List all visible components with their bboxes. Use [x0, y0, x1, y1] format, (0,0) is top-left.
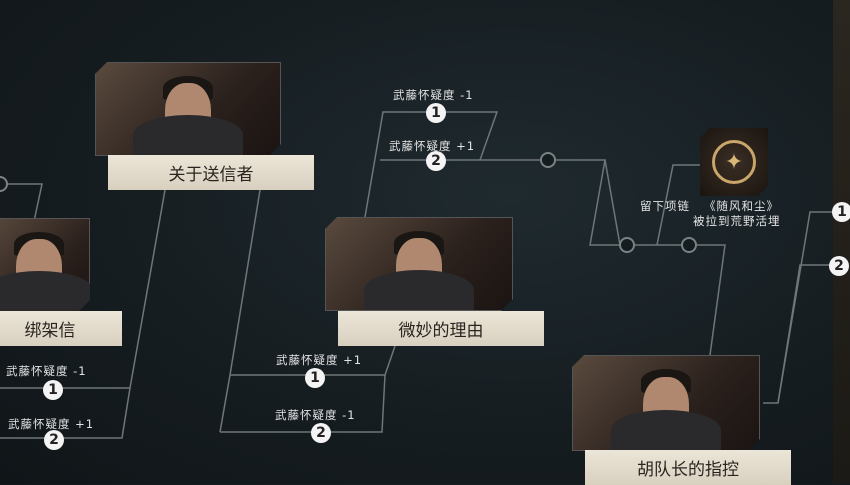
option-text: 武藤怀疑度 -1: [275, 408, 356, 422]
choice-badge-1[interactable]: 1: [305, 368, 325, 388]
choice-badge-1[interactable]: 1: [43, 380, 63, 400]
node-title-reason[interactable]: 微妙的理由: [338, 311, 544, 346]
node-title-letter[interactable]: 绑架信: [0, 311, 122, 346]
choice-badge-2[interactable]: 2: [44, 430, 64, 450]
node-title-accusation[interactable]: 胡队长的指控: [585, 450, 791, 485]
flow-node: [619, 237, 635, 253]
moth-emblem-icon: ✦: [712, 140, 756, 184]
choice-badge-1[interactable]: 1: [832, 202, 850, 222]
option-text: 武藤怀疑度 +1: [8, 417, 95, 431]
node-image-reason[interactable]: [325, 217, 513, 311]
choice-badge-1[interactable]: 1: [426, 103, 446, 123]
option-text: 武藤怀疑度 -1: [393, 88, 474, 102]
choice-badge-2[interactable]: 2: [829, 256, 849, 276]
node-image-sender[interactable]: [95, 62, 281, 156]
ending-title: 《随风和尘》: [704, 199, 779, 213]
ending-subtitle: 被拉到荒野活埋: [693, 214, 781, 228]
choice-badge-2[interactable]: 2: [426, 151, 446, 171]
option-text: 武藤怀疑度 +1: [389, 139, 476, 153]
option-text: 武藤怀疑度 +1: [276, 353, 363, 367]
flow-node: [0, 176, 8, 192]
flow-node: [681, 237, 697, 253]
node-image-letter[interactable]: [0, 218, 90, 312]
right-edge-panel: [833, 0, 850, 484]
node-title-sender[interactable]: 关于送信者: [108, 155, 314, 190]
ending-choice-label: 留下项链: [640, 199, 690, 213]
flow-node: [540, 152, 556, 168]
option-text: 武藤怀疑度 -1: [6, 364, 87, 378]
choice-badge-2[interactable]: 2: [311, 423, 331, 443]
ending-node[interactable]: ✦: [700, 128, 768, 196]
node-image-accusation[interactable]: [572, 355, 760, 451]
